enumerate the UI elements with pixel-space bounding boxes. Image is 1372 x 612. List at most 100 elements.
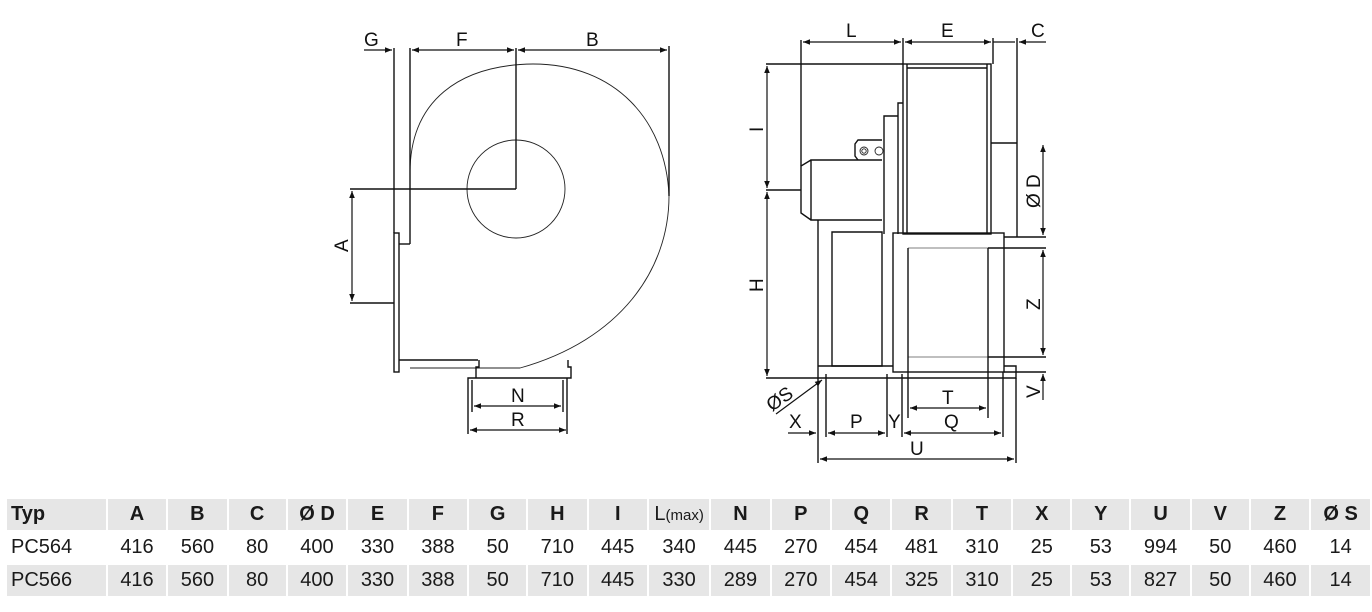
cell: 50: [1191, 565, 1249, 596]
header-cell: G: [469, 499, 527, 530]
cell: 310: [965, 536, 999, 558]
header-cell: Ø D: [287, 499, 347, 530]
dim-label-q: Q: [944, 412, 959, 433]
cell: 388: [421, 536, 455, 558]
side-view: L E C I Ø D H Z V ØS: [747, 21, 1046, 463]
header-cell: R: [892, 499, 951, 530]
header-cell: Z: [1250, 499, 1310, 530]
cell: 289: [711, 565, 770, 596]
cell: 400: [287, 565, 347, 596]
dim-label-l: L: [846, 21, 857, 42]
cell: 330: [360, 536, 395, 558]
cell: 14: [1311, 565, 1370, 596]
header-cell: Q: [832, 499, 891, 530]
dim-label-z: Z: [1024, 298, 1045, 310]
cell: 445: [723, 536, 758, 558]
dim-label-c: C: [1031, 21, 1045, 42]
cell: 400: [300, 536, 334, 558]
cell: 560: [168, 565, 227, 596]
cell: 14: [1329, 536, 1352, 558]
cell: 50: [1209, 536, 1232, 558]
housing-body: [902, 63, 992, 235]
cell-typ: PC566: [7, 565, 106, 596]
header-cell: V: [1191, 499, 1249, 530]
cell: 388: [408, 565, 468, 596]
dim-label-g: G: [364, 30, 379, 51]
cell: 560: [180, 536, 215, 558]
cell: 50: [469, 565, 527, 596]
cell: 325: [892, 565, 951, 596]
cell: 994: [1143, 536, 1178, 558]
cell: 710: [528, 565, 587, 596]
cell: 25: [1030, 536, 1053, 558]
header-cell: N: [711, 499, 770, 530]
dim-label-d: Ø D: [1024, 174, 1045, 208]
header-cell: T: [952, 499, 1012, 530]
header-l: L: [654, 503, 666, 525]
cell: 310: [952, 565, 1012, 596]
header-l-suffix: (max): [665, 507, 704, 524]
cell: 270: [784, 536, 818, 558]
cell: 330: [648, 565, 710, 596]
dim-label-f: F: [456, 30, 468, 51]
header-cell: Ø S: [1311, 499, 1370, 530]
technical-drawing: G F B A N R: [332, 21, 1046, 463]
dim-label-y: Y: [888, 412, 901, 433]
header-cell: A: [107, 499, 167, 530]
cell: 710: [540, 536, 575, 558]
dimensions-table: Typ A B C Ø D E F G H I L(max) N P Q R T…: [5, 497, 1372, 598]
cell-typ: PC564: [11, 536, 73, 558]
outlet-flange: [393, 232, 400, 373]
cell: 50: [486, 536, 509, 558]
dim-label-x: X: [789, 412, 802, 433]
front-view: G F B A N R: [332, 30, 670, 434]
cell: 270: [771, 565, 831, 596]
terminal-box: [854, 139, 882, 161]
dim-label-n: N: [511, 386, 525, 407]
cell: 460: [1250, 565, 1310, 596]
header-cell: E: [348, 499, 407, 530]
cell: 53: [1089, 536, 1112, 558]
cell: 445: [601, 536, 635, 558]
dim-label-p: P: [850, 412, 863, 433]
cell: 340: [662, 536, 696, 558]
dim-label-i: I: [747, 127, 768, 132]
dim-label-e: E: [941, 21, 954, 42]
dim-label-r: R: [511, 410, 525, 431]
header-cell: I: [588, 499, 647, 530]
volute-housing: [409, 63, 670, 369]
dim-label-b: B: [586, 30, 599, 51]
table-row: PC566 416 560 80 400 330 388 50 710 445 …: [7, 565, 1370, 596]
header-cell: F: [408, 499, 468, 530]
base-foot: [467, 360, 572, 434]
header-cell: Typ: [7, 499, 106, 530]
header-cell: H: [528, 499, 587, 530]
cell: 416: [120, 536, 154, 558]
header-cell-l-max: L(max): [648, 499, 710, 530]
cell: 481: [904, 536, 939, 558]
header-cell: Y: [1072, 499, 1130, 530]
table-row: PC564 416 560 80 400 330 388 50 710 445 …: [7, 532, 1370, 563]
cell: 454: [832, 565, 891, 596]
table-header-row: Typ A B C Ø D E F G H I L(max) N P Q R T…: [7, 499, 1370, 530]
cell: 53: [1072, 565, 1130, 596]
dim-label-a: A: [332, 239, 353, 252]
header-cell: U: [1131, 499, 1190, 530]
cell: 80: [246, 536, 269, 558]
dim-label-h: H: [747, 278, 768, 292]
cell: 25: [1013, 565, 1071, 596]
cell: 445: [588, 565, 647, 596]
dim-label-t: T: [942, 388, 954, 409]
header-cell: P: [771, 499, 831, 530]
outlet-frame: [892, 232, 1005, 373]
header-cell: C: [228, 499, 286, 530]
cell: 454: [844, 536, 878, 558]
dim-label-v: V: [1024, 385, 1045, 398]
cell: 330: [348, 565, 407, 596]
cell: 460: [1263, 536, 1297, 558]
cell: 416: [107, 565, 167, 596]
cell: 80: [228, 565, 286, 596]
dim-label-u: U: [910, 439, 924, 460]
header-cell: B: [168, 499, 227, 530]
header-cell: X: [1013, 499, 1071, 530]
